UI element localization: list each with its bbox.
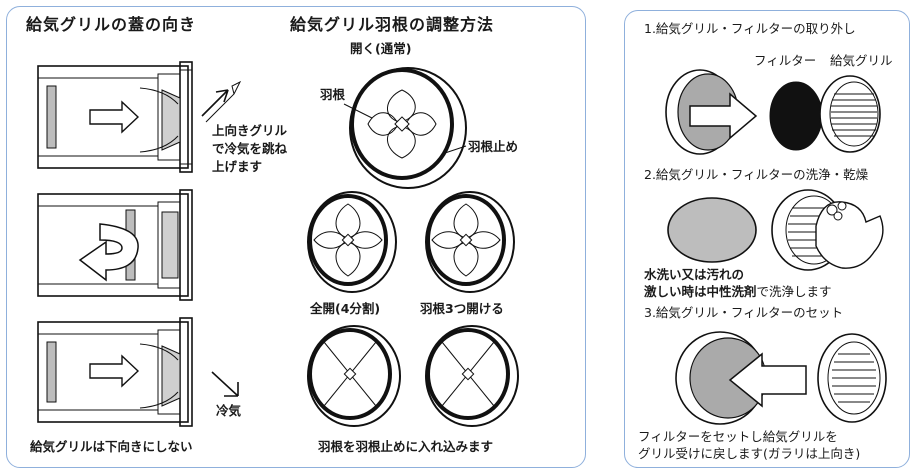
cold-air-label: 冷気 <box>216 403 242 418</box>
set-note-line1: フィルターをセットし給気グリルを <box>638 429 838 444</box>
up-arrow-icon <box>201 80 242 123</box>
upward-note-line3: 上げます <box>212 159 263 174</box>
upward-grill-diagram <box>37 61 193 173</box>
vane-stop-pointer-line <box>441 145 467 155</box>
grill-direction-title: 給気グリルの蓋の向き <box>26 15 197 34</box>
wash-diagram <box>667 189 884 271</box>
grill-vane-tucked-2 <box>425 325 519 427</box>
wash-note-line1: 水洗い又は汚れの <box>644 267 745 282</box>
remove-filter-diagram <box>665 69 881 155</box>
vane-adjust-title: 給気グリル羽根の調整方法 <box>290 15 495 34</box>
set-filter-diagram <box>675 331 887 425</box>
set-note-line2: グリル受けに戻します(ガラリは上向き) <box>638 446 861 461</box>
grill-vane-three-open <box>425 191 515 293</box>
vane-label: 羽根 <box>320 87 346 102</box>
step1-title: 1.給気グリル・フィルターの取り外し <box>644 21 856 36</box>
full-open-label: 全開(4分割) <box>310 301 381 316</box>
downward-grill-diagram <box>37 317 193 427</box>
vane-stop-label: 羽根止め <box>468 139 519 154</box>
wash-note-neutral-detergent: 激しい時は中性洗剤 <box>644 284 757 299</box>
open-normal-label: 開く(通常) <box>350 41 412 56</box>
insert-vane-note: 羽根を羽根止めに入れ込みます <box>318 439 494 454</box>
grill-label: 給気グリル <box>830 53 893 68</box>
circulating-grill-diagram <box>37 189 193 301</box>
wash-note-line2: 激しい時は中性洗剤で洗浄します <box>644 284 832 299</box>
three-open-label: 羽根3つ開ける <box>420 301 504 316</box>
down-arrow-icon <box>211 371 239 397</box>
filter-label: フィルター <box>754 53 817 68</box>
grill-vane-tucked-1 <box>307 325 401 427</box>
step2-title: 2.給気グリル・フィルターの洗浄・乾燥 <box>644 167 869 182</box>
step3-title: 3.給気グリル・フィルターのセット <box>644 305 844 320</box>
grill-vane-full-open <box>307 191 397 293</box>
grill-vane-normal-open <box>349 67 467 189</box>
upward-note-line2: で冷気を跳ね <box>212 141 288 156</box>
vane-pointer-line <box>343 103 373 119</box>
wash-note-tail: で洗浄します <box>756 284 832 299</box>
upward-note-line1: 上向きグリル <box>212 123 288 138</box>
no-downward-note: 給気グリルは下向きにしない <box>30 439 193 454</box>
